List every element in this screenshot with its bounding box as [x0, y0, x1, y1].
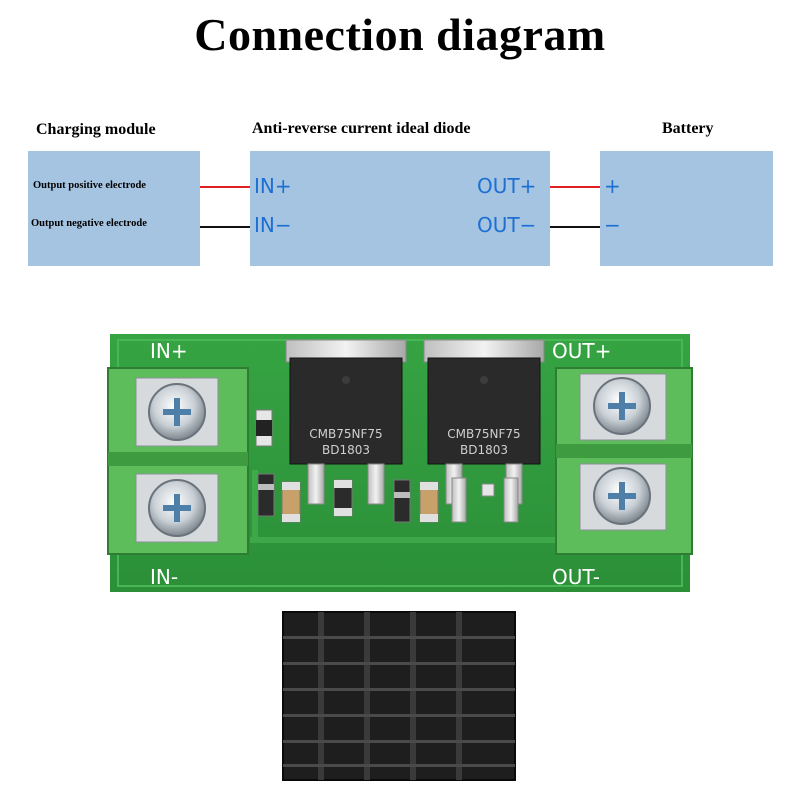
diode-out-neg-pin: OUT−: [477, 213, 537, 237]
svg-text:CMB75NF75: CMB75NF75: [447, 427, 520, 441]
ideal-diode-box: [250, 151, 550, 266]
page-title: Connection diagram: [194, 9, 606, 60]
svg-text:CMB75NF75: CMB75NF75: [309, 427, 382, 441]
smd-components: [255, 409, 519, 523]
heatsink: [282, 611, 516, 781]
negative-wire-out: [550, 226, 600, 228]
diode-in-pos-pin: IN+: [254, 174, 292, 198]
svg-text:BD1803: BD1803: [460, 443, 508, 457]
positive-wire-in: [200, 186, 250, 188]
board-in-neg-label: IN-: [150, 565, 178, 589]
diode-in-neg-pin: IN−: [254, 213, 292, 237]
positive-wire-out: [550, 186, 600, 188]
charging-module-box: [28, 151, 200, 266]
board-out-pos-label: OUT+: [552, 339, 611, 363]
battery-box: [600, 151, 773, 266]
negative-wire-in: [200, 226, 250, 228]
right-terminal-block: [555, 367, 693, 555]
charging-module-label: Charging module: [36, 121, 156, 138]
board-out-neg-label: OUT-: [552, 565, 600, 589]
battery-neg-pin: −: [604, 213, 621, 237]
left-terminal-block: [107, 367, 249, 555]
output-positive-label: Output positive electrode: [33, 180, 146, 191]
ideal-diode-label: Anti-reverse current ideal diode: [252, 120, 471, 137]
output-negative-label: Output negative electrode: [31, 218, 147, 229]
board-in-pos-label: IN+: [150, 339, 188, 363]
mosfet-left: CMB75NF75 BD1803: [289, 357, 403, 505]
svg-text:BD1803: BD1803: [322, 443, 370, 457]
mosfet-right: CMB75NF75 BD1803: [427, 357, 541, 505]
diode-out-pos-pin: OUT+: [477, 174, 537, 198]
battery-label: Battery: [662, 120, 714, 137]
battery-pos-pin: +: [604, 174, 621, 198]
